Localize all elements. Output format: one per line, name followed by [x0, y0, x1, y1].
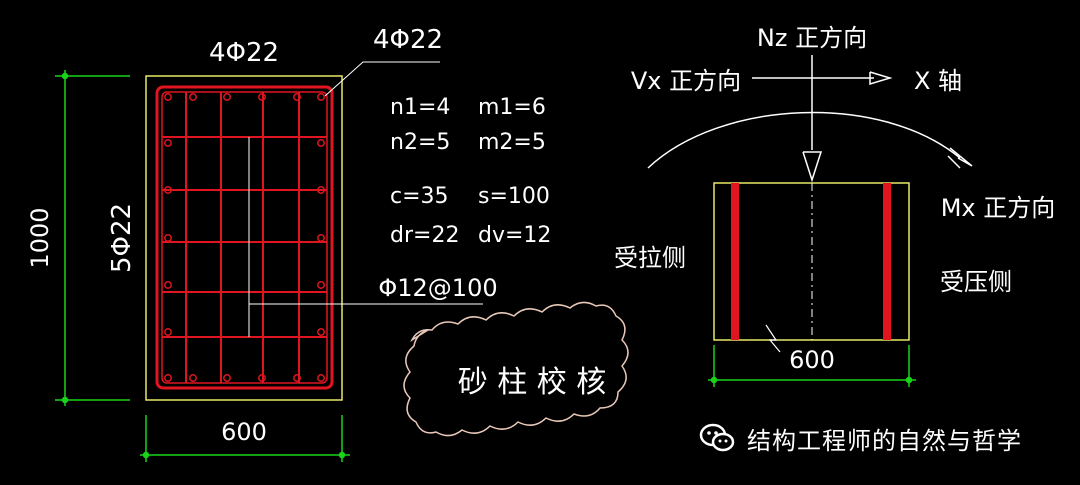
elevation-width-dimension [708, 345, 916, 387]
x-axis-label: X 轴 [914, 67, 962, 95]
stirrup-inner [161, 91, 328, 384]
height-dimension [55, 70, 130, 406]
rebar-right [883, 183, 891, 340]
parameter-block: n1=4 m1=6 n2=5 m2=5 c=35 s=100 dr=22 dv=… [390, 95, 551, 248]
tension-side-label: 受拉侧 [614, 244, 686, 272]
elevation-width-label: 600 [789, 346, 835, 374]
param-dr: dr=22 [390, 223, 459, 248]
param-dv: dv=12 [478, 223, 551, 248]
rebar-left [731, 183, 739, 340]
nz-arrow [802, 55, 823, 183]
top-bars-label: 4Φ22 [209, 38, 279, 68]
break-mark [765, 324, 781, 353]
param-m2: m2=5 [478, 130, 546, 155]
param-c: c=35 [390, 184, 449, 209]
param-n1: n1=4 [390, 95, 450, 120]
mx-label: Mx 正方向 [941, 194, 1056, 222]
param-s: s=100 [478, 184, 550, 209]
revision-cloud: 砂 柱 校 核 [403, 301, 629, 437]
rebar-dots [164, 93, 325, 382]
cloud-outline [403, 301, 629, 437]
vx-label: Vx 正方向 [631, 67, 741, 95]
param-n2: n2=5 [390, 130, 450, 155]
watermark: 结构工程师的自然与哲学 [697, 418, 1022, 458]
stirrup-leader [248, 137, 483, 337]
top-bars-leader-label: 4Φ22 [373, 25, 443, 55]
stirrup-label: Φ12@100 [378, 274, 497, 302]
width-dim-label: 600 [221, 418, 267, 446]
top-leader [324, 61, 440, 97]
nz-label: Nz 正方向 [757, 24, 867, 52]
height-dim-label: 1000 [26, 207, 54, 268]
watermark-text: 结构工程师的自然与哲学 [747, 426, 1022, 455]
stirrup-outer [155, 85, 334, 390]
column-section: 4Φ22 4Φ22 5Φ22 Φ12@100 600 1000 [26, 25, 498, 462]
cloud-label: 砂 柱 校 核 [458, 365, 607, 400]
force-diagram: Nz 正方向 Vx 正方向 X 轴 Mx 正方向 受拉侧 受压侧 [614, 24, 1055, 387]
side-bars-label: 5Φ22 [107, 203, 137, 273]
width-dimension [140, 415, 350, 462]
stirrup-legs [162, 92, 327, 383]
wechat-icon [699, 423, 735, 452]
param-m1: m1=6 [478, 95, 546, 120]
compression-side-label: 受压侧 [940, 268, 1012, 296]
mx-arc [647, 111, 973, 169]
x-arrow [752, 71, 893, 86]
concrete-outline [145, 75, 343, 401]
